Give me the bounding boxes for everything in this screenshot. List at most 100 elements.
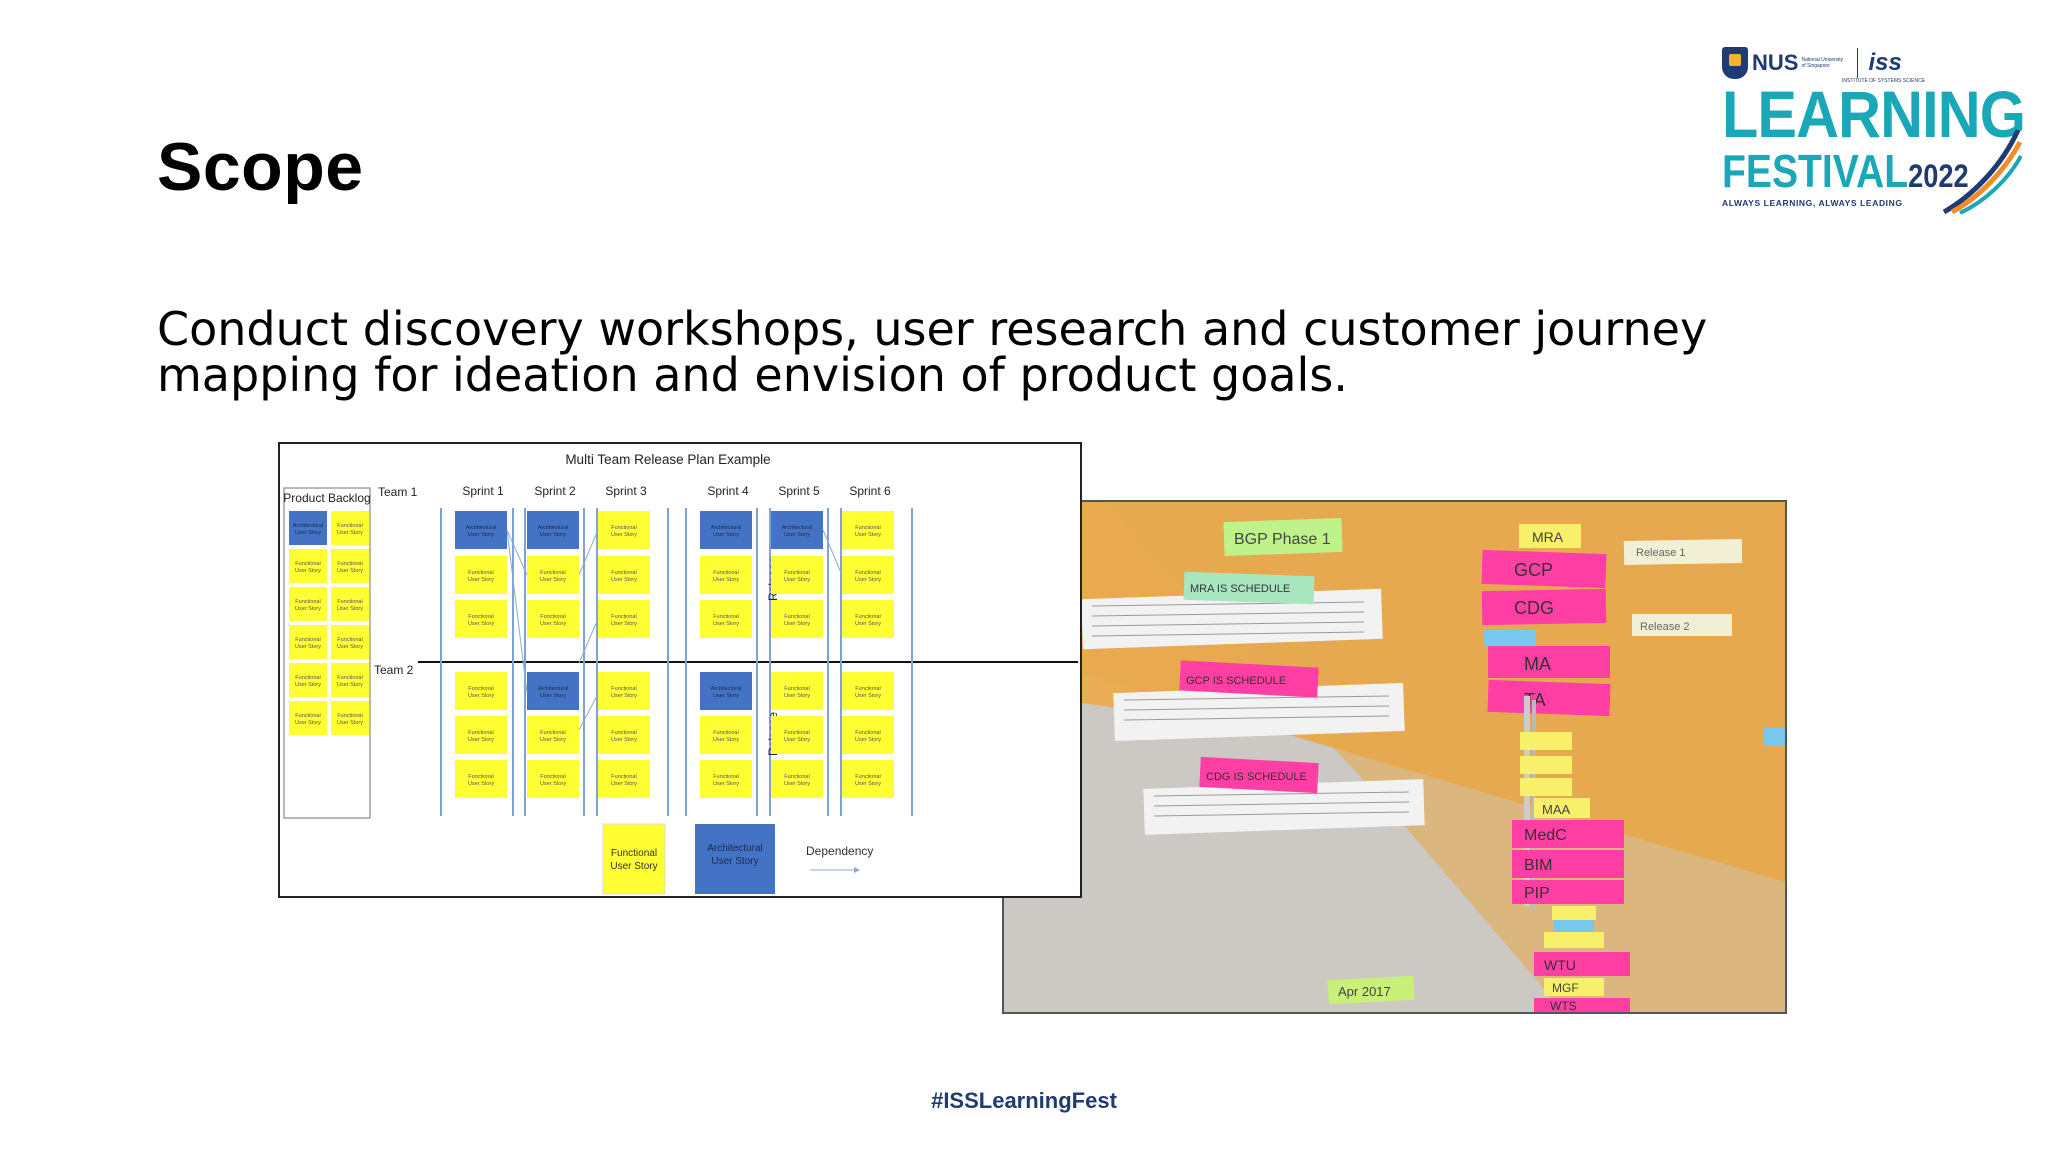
note-ma: MA xyxy=(1524,654,1551,674)
card-label-line1: Architectural xyxy=(538,686,569,692)
card-label-line2: User Story xyxy=(337,682,363,688)
card-label-line2: User Story xyxy=(855,577,881,583)
card-label-line1: Functional xyxy=(855,570,880,576)
note-bim: BIM xyxy=(1524,857,1552,874)
card-label-line2: User Story xyxy=(295,682,321,688)
note-apr-2017: Apr 2017 xyxy=(1338,984,1391,999)
card-label-line1: Architectural xyxy=(293,523,324,529)
card-label-line1: Functional xyxy=(337,599,362,605)
card-label-line1: Functional xyxy=(855,614,880,620)
card-label-line1: Functional xyxy=(468,730,493,736)
plan-title: Multi Team Release Plan Example xyxy=(565,452,770,467)
event-hashtag: #ISSLearningFest xyxy=(931,1088,1117,1113)
card-label-line2: User Story xyxy=(611,693,637,699)
card-label-line2: User Story xyxy=(855,737,881,743)
card-label-line1: Functional xyxy=(337,713,362,719)
note-mra-schedule: MRA IS SCHEDULE xyxy=(1190,583,1290,595)
wall-sticky-notes: BGP Phase 1 MRA IS SCHEDULE GCP IS SCHED… xyxy=(1179,517,1785,1012)
legend-functional-swatch xyxy=(602,823,666,895)
card-label-line2: User Story xyxy=(784,781,810,787)
card-label-line2: User Story xyxy=(540,693,566,699)
body-line-2: mapping for ideation and envision of pro… xyxy=(157,348,1348,402)
legend-architectural-swatch xyxy=(695,824,775,894)
card-label-line1: Functional xyxy=(468,774,493,780)
sprint-header-3: Sprint 3 xyxy=(605,484,647,498)
card-label-line2: User Story xyxy=(540,532,566,538)
card-label-line2: User Story xyxy=(468,781,494,787)
logo-festival: FESTIVAL2022 xyxy=(1722,148,1969,199)
card-label-line1: Functional xyxy=(713,614,738,620)
card-label-line1: Functional xyxy=(337,561,362,567)
dependency-arrow xyxy=(506,529,528,576)
card-label-line2: User Story xyxy=(611,532,637,538)
nus-crest-icon xyxy=(1722,47,1748,79)
card-label-line2: User Story xyxy=(468,532,494,538)
card-label-line1: Functional xyxy=(855,774,880,780)
sprint-header-4: Sprint 4 xyxy=(707,484,749,498)
card-label-line1: Functional xyxy=(611,730,636,736)
card-label-line2: User Story xyxy=(713,693,739,699)
learning-festival-logo: NUS National University of Singapore iss… xyxy=(1722,44,2026,214)
card-label-line2: User Story xyxy=(855,781,881,787)
card-label-line2: User Story xyxy=(540,737,566,743)
card-label-line2: User Story xyxy=(611,621,637,627)
card-label-line2: User Story xyxy=(713,532,739,538)
release-plan-figure: Multi Team Release Plan Example Product … xyxy=(278,442,1082,898)
card-label-line1: Architectural xyxy=(711,686,742,692)
card-label-line2: User Story xyxy=(468,737,494,743)
release-plan-diagram: Multi Team Release Plan Example Product … xyxy=(283,452,1078,895)
card-label-line2: User Story xyxy=(337,606,363,612)
card-label-line1: Functional xyxy=(295,713,320,719)
note-gcp: GCP xyxy=(1514,560,1553,580)
card-label-line2: User Story xyxy=(295,644,321,650)
note-release-2: Release 2 xyxy=(1640,621,1690,633)
legend-dependency-label: Dependency xyxy=(806,844,873,858)
dependency-arrow xyxy=(506,529,528,694)
card-label-line1: Architectural xyxy=(466,525,497,531)
legend-arrowhead-icon xyxy=(854,867,860,873)
card-label-line1: Functional xyxy=(713,570,738,576)
card-label-line1: Functional xyxy=(295,561,320,567)
card-label-line1: Functional xyxy=(855,686,880,692)
card-label-line1: Functional xyxy=(784,614,809,620)
note-wtu: WTU xyxy=(1544,957,1576,973)
dependency-arrow xyxy=(578,618,599,664)
card-label-line2: User Story xyxy=(337,530,363,536)
card-label-line2: User Story xyxy=(611,737,637,743)
card-label-line1: Functional xyxy=(784,686,809,692)
iss-subtitle: INSTITUTE OF SYSTEMS SCIENCE xyxy=(1842,78,1926,84)
card-label-line2: User Story xyxy=(295,530,321,536)
card-label-line2: User Story xyxy=(337,568,363,574)
legend-architectural-line2: User Story xyxy=(711,856,758,867)
sprint-header-6: Sprint 6 xyxy=(849,484,891,498)
card-label-line2: User Story xyxy=(540,781,566,787)
card-label-line1: Functional xyxy=(468,686,493,692)
card-label-line1: Architectural xyxy=(538,525,569,531)
card-label-line2: User Story xyxy=(468,621,494,627)
card-label-line1: Functional xyxy=(784,730,809,736)
note-pip: PIP xyxy=(1524,885,1550,902)
card-label-line1: Functional xyxy=(784,570,809,576)
card-label-line1: Architectural xyxy=(782,525,813,531)
card-label-line2: User Story xyxy=(784,737,810,743)
card-label-line1: Functional xyxy=(611,774,636,780)
card-label-line2: User Story xyxy=(295,720,321,726)
